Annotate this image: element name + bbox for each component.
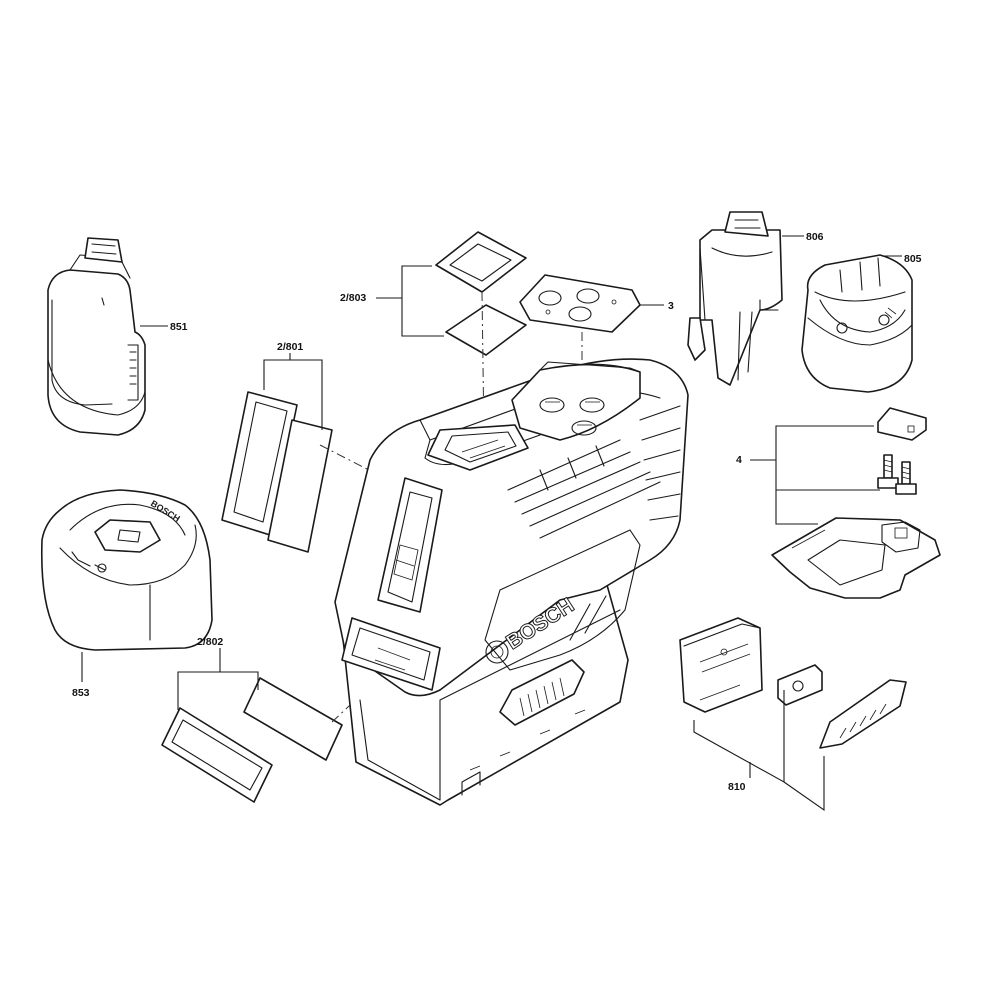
battery-pack-851[interactable]: [47, 237, 146, 436]
mounting-clip-4[interactable]: [877, 407, 927, 441]
mounting-screw-right-4[interactable]: [895, 461, 917, 495]
window-frame-2-801[interactable]: [221, 391, 298, 536]
label-851: 851: [170, 321, 188, 333]
charger-853[interactable]: BOSCH: [40, 489, 213, 651]
label-4: 4: [736, 454, 742, 466]
label-2-802: 2/802: [197, 636, 223, 648]
top-window-frame-2-803[interactable]: [435, 231, 527, 293]
top-window-glass-2-803[interactable]: [445, 304, 527, 356]
mounting-plate-4[interactable]: [771, 517, 941, 599]
label-853: 853: [72, 687, 90, 699]
label-806: 806: [806, 231, 824, 243]
target-plate-810[interactable]: [679, 617, 763, 713]
label-810: 810: [728, 781, 746, 793]
window-frame-2-802[interactable]: [161, 707, 273, 803]
battery-adapter-806[interactable]: [687, 211, 783, 386]
wedge-pad-810[interactable]: [819, 679, 907, 749]
mounting-screw-left-4[interactable]: [877, 454, 899, 489]
label-2-801: 2/801: [277, 341, 303, 353]
label-3: 3: [668, 300, 674, 312]
label-805: 805: [904, 253, 922, 265]
lens-plate-3[interactable]: [519, 274, 641, 333]
window-glass-2-802[interactable]: [243, 677, 343, 761]
battery-compartment-805[interactable]: [801, 254, 913, 393]
window-glass-2-801[interactable]: [267, 419, 333, 553]
label-2-803: 2/803: [340, 292, 366, 304]
clip-810[interactable]: [777, 664, 823, 706]
laser-housing-main[interactable]: BOSCH: [334, 358, 689, 806]
